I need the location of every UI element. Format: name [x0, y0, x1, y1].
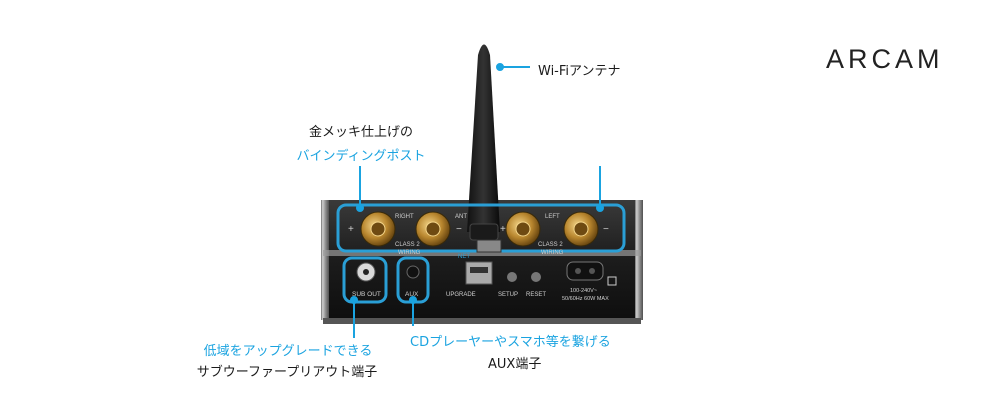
- label-right: RIGHT: [395, 214, 414, 220]
- network-port: [476, 239, 502, 253]
- callout-subout-line2: サブウーファープリアウト端子: [196, 365, 378, 380]
- wifi-antenna: [467, 44, 500, 241]
- chassis-side-right: [635, 200, 643, 320]
- usb-port-slot: [470, 267, 488, 273]
- label-minus-right: −: [456, 224, 462, 235]
- posts-leader-dot: [356, 204, 364, 212]
- label-power-2: 50/60Hz 60W MAX: [562, 296, 609, 302]
- label-plus-left: +: [500, 224, 506, 235]
- binding-post-core: [425, 221, 441, 237]
- subout-leader-dot: [350, 296, 358, 304]
- binding-posts: [360, 211, 599, 247]
- reset-button-graphic: [531, 272, 541, 282]
- label-minus-left: −: [603, 224, 609, 235]
- label-power-1: 100-240V~: [570, 288, 597, 294]
- power-inlet-pin: [589, 268, 595, 274]
- aux-jack: [406, 265, 420, 279]
- callout-aux-line1: CDプレーヤーやスマホ等を繋げる: [410, 335, 611, 350]
- setup-button-graphic: [507, 272, 517, 282]
- label-reset: RESET: [526, 292, 546, 298]
- arcam-logo: ARCAM: [826, 44, 944, 74]
- label-setup: SETUP: [498, 292, 518, 298]
- label-sub-out: SUB OUT: [352, 291, 381, 298]
- chassis-side-left: [321, 200, 329, 320]
- double-insulation-mark: [607, 276, 617, 286]
- binding-post-core: [370, 221, 386, 237]
- binding-post-core: [515, 221, 531, 237]
- power-inlet-pin: [575, 268, 581, 274]
- label-class2-b: CLASS 2: [538, 242, 563, 248]
- label-plus-right: +: [348, 224, 354, 235]
- callout-posts-line2: バインディングポスト: [296, 149, 426, 164]
- label-class2-a: CLASS 2: [395, 242, 420, 248]
- antenna-leader-dot: [496, 63, 504, 71]
- antenna-shaft: [467, 44, 500, 232]
- callout-subout-line1: 低域をアップグレードできる: [203, 344, 373, 359]
- label-wiring-a: WIRING: [398, 250, 421, 256]
- label-aux: AUX: [405, 291, 419, 298]
- callout-antenna: Wi-Fiアンテナ: [538, 64, 621, 79]
- callout-aux-line2: AUX端子: [488, 357, 542, 372]
- label-left: LEFT: [545, 214, 560, 220]
- label-wiring-b: WIRING: [541, 250, 564, 256]
- sub-out-jack-center: [363, 269, 369, 275]
- antenna-base: [469, 223, 499, 241]
- binding-post-core: [573, 221, 589, 237]
- label-upgrade: UPGRADE: [446, 292, 476, 298]
- callout-posts-line1: 金メッキ仕上げの: [308, 125, 413, 140]
- label-ant: ANT: [455, 214, 467, 220]
- power-inlet: [566, 261, 604, 281]
- label-net: NET: [458, 254, 470, 260]
- chassis-ledge: [323, 250, 641, 256]
- chassis-base: [323, 318, 641, 324]
- posts-leader-dot-2: [596, 204, 604, 212]
- sub-out-highlight: [342, 256, 388, 304]
- aux-leader-dot: [409, 296, 417, 304]
